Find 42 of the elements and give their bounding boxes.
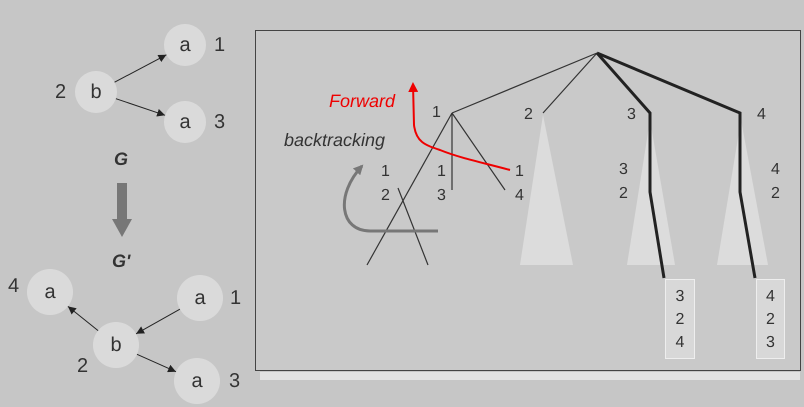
vertex-number: 2 <box>55 82 66 102</box>
search-path-line <box>596 52 756 278</box>
graph-name: G <box>114 150 128 168</box>
tree-number: 3 <box>619 162 628 178</box>
vertex-number: 3 <box>229 371 240 391</box>
graph-vertex-circle: a <box>177 275 223 321</box>
forward-label: Forward <box>329 92 396 110</box>
vertex-number: 3 <box>214 112 226 132</box>
graph-vertex-circle: a <box>27 269 73 315</box>
frame-panel <box>255 30 801 371</box>
arrow <box>114 54 167 83</box>
vertex-number: 1 <box>230 288 242 308</box>
vertex-number: 1 <box>214 35 226 55</box>
sequence-box: 4 2 3 <box>756 279 785 359</box>
tree-number: 1 <box>381 164 390 180</box>
tree-number: 1 <box>437 164 446 180</box>
arrow <box>136 354 176 372</box>
vertex-number: 2 <box>77 356 88 376</box>
tree-number: 2 <box>771 186 780 202</box>
tree-number: 4 <box>757 107 766 123</box>
graph-vertex-circle: b <box>75 71 117 113</box>
arrow <box>67 306 99 332</box>
tree-number: 3 <box>437 188 446 204</box>
graph-vertex-circle: a <box>174 358 220 404</box>
tree-number: 1 <box>515 164 524 180</box>
graph-vertex-circle: a <box>164 101 206 143</box>
graph-vertex-circle: a <box>164 24 206 66</box>
graph-vertex-circle: b <box>93 322 139 368</box>
tree-number: 2 <box>619 186 628 202</box>
tree-number: 2 <box>381 188 390 204</box>
search-path-line <box>596 52 666 278</box>
tree-number: 3 <box>627 107 636 123</box>
vertex-number: 4 <box>8 276 20 296</box>
tree-number: 2 <box>524 107 533 123</box>
arrow <box>136 308 180 334</box>
arrow <box>115 98 166 117</box>
tree-number: 4 <box>515 188 524 204</box>
sequence-box: 3 2 4 <box>665 279 695 359</box>
tree-number: 4 <box>771 162 780 178</box>
tree-number: 1 <box>432 105 441 121</box>
graph-name: G' <box>112 252 130 270</box>
backtracking-label: backtracking <box>284 131 386 149</box>
